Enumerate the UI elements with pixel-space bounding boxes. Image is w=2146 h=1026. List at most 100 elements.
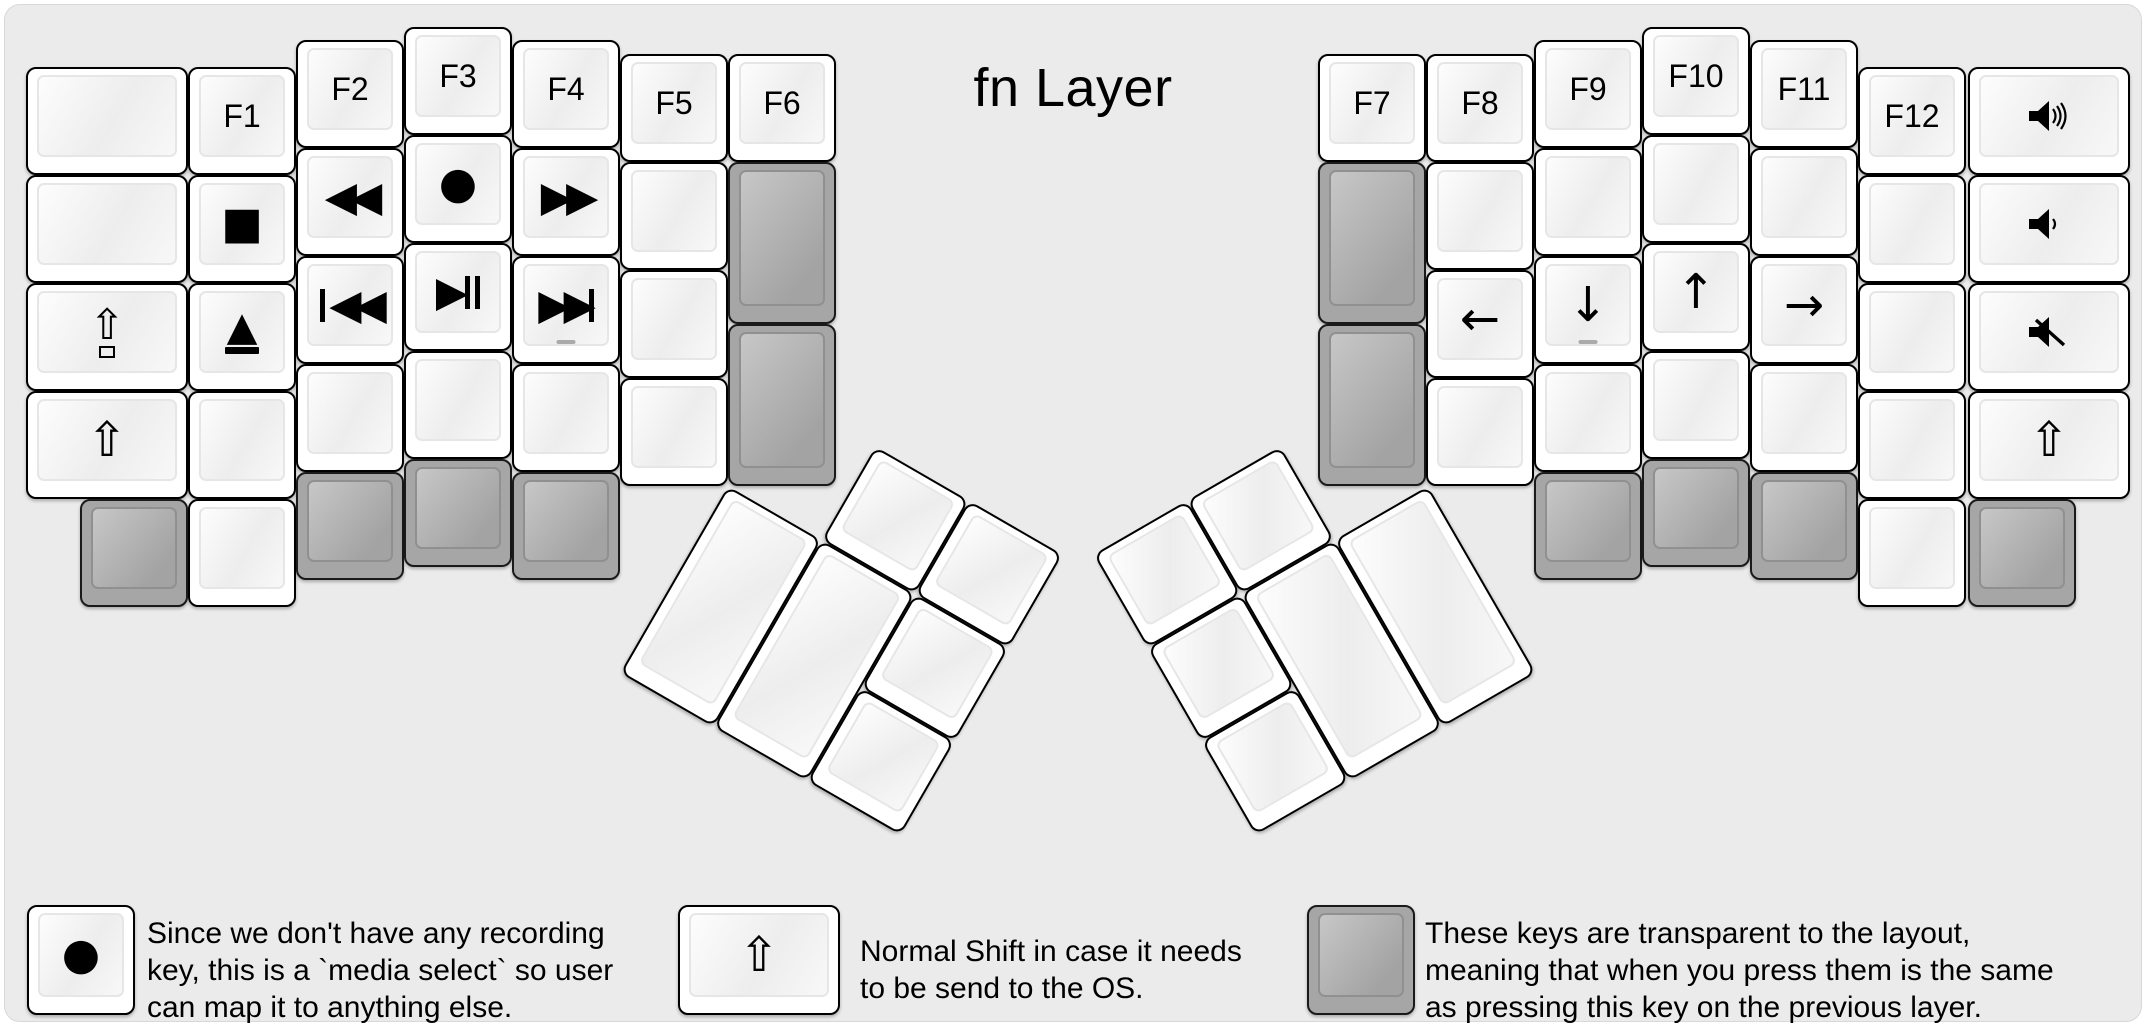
key-symbol: ● — [61, 929, 101, 980]
key-next-track[interactable]: ▶▶ — [512, 256, 620, 364]
key-f8[interactable]: F8 — [1426, 54, 1534, 162]
key-play-pause[interactable]: ▶ — [404, 243, 512, 351]
keycap-top: ⇧ — [1979, 399, 2119, 481]
key-arrow-left[interactable]: ← — [1426, 270, 1534, 378]
key-blank[interactable] — [620, 270, 728, 378]
key-prev-track[interactable]: ◀◀ — [296, 256, 404, 364]
keycap-top — [1437, 386, 1523, 468]
key-transparent[interactable] — [404, 459, 512, 567]
key-f11[interactable]: F11 — [1750, 40, 1858, 148]
keycap-top: → — [1761, 264, 1847, 346]
key-transparent[interactable] — [1750, 472, 1858, 580]
key-transparent[interactable] — [728, 324, 836, 486]
key-f10[interactable]: F10 — [1642, 27, 1750, 135]
key-transparent[interactable] — [1534, 472, 1642, 580]
key-f4[interactable]: F4 — [512, 40, 620, 148]
key-blank[interactable] — [1750, 364, 1858, 472]
key-transparent[interactable] — [1968, 499, 2076, 607]
key-transparent[interactable] — [80, 499, 188, 607]
key-symbol: ⇧ — [738, 927, 780, 983]
key-transparent[interactable] — [512, 472, 620, 580]
icon-bar — [320, 288, 326, 322]
key-blank[interactable] — [620, 162, 728, 270]
keycap-top — [199, 507, 285, 589]
keycap-top — [415, 359, 501, 441]
eject-icon: ▲ — [225, 307, 259, 354]
key-arrow-right[interactable]: → — [1750, 256, 1858, 364]
key-blank[interactable] — [296, 364, 404, 472]
key-fast-forward[interactable]: ▶▶ — [512, 148, 620, 256]
key-f2[interactable]: F2 — [296, 40, 404, 148]
key-f6[interactable]: F6 — [728, 54, 836, 162]
key-stop[interactable]: ■ — [188, 175, 296, 283]
key-blank[interactable] — [620, 378, 728, 486]
key-caps-lock[interactable]: ⇧ — [26, 283, 188, 391]
keycap-top — [1329, 170, 1415, 306]
key-arrow-up[interactable]: ↑ — [1642, 243, 1750, 351]
keycap-top — [523, 372, 609, 454]
key-transparent[interactable] — [1642, 459, 1750, 567]
keycap-top: ▶▶ — [523, 264, 609, 346]
keycap-top: ↓ — [1545, 264, 1631, 346]
previous-track-icon: ◀◀ — [320, 284, 387, 326]
key-transparent[interactable] — [1318, 162, 1426, 324]
key-blank[interactable] — [1534, 364, 1642, 472]
key-rewind[interactable]: ◀◀ — [296, 148, 404, 256]
keycap-top: ■ — [199, 183, 285, 265]
key-blank[interactable] — [1858, 175, 1966, 283]
keycap-top — [1545, 156, 1631, 238]
keycap-top — [523, 480, 609, 562]
keycap-top — [1545, 372, 1631, 454]
key-blank[interactable] — [26, 67, 188, 175]
legend-shift-key: ⇧ — [678, 905, 840, 1015]
key-transparent[interactable] — [728, 162, 836, 324]
keycap-top: F7 — [1329, 62, 1415, 144]
key-blank[interactable] — [1750, 148, 1858, 256]
key-blank[interactable] — [1858, 283, 1966, 391]
key-transparent[interactable] — [296, 472, 404, 580]
key-blank[interactable] — [188, 499, 296, 607]
keycap-top: ↑ — [1653, 251, 1739, 333]
key-legend-text: F9 — [1569, 71, 1607, 107]
mute-icon — [2029, 317, 2066, 347]
key-volume-up[interactable] — [1968, 67, 2130, 175]
key-transparent[interactable] — [1318, 324, 1426, 486]
layer-title: fn Layer — [973, 58, 1173, 118]
key-blank[interactable] — [1858, 499, 1966, 607]
key-f1[interactable]: F1 — [188, 67, 296, 175]
key-blank[interactable] — [1642, 135, 1750, 243]
voldown-icon — [2029, 209, 2057, 239]
key-blank[interactable] — [1534, 148, 1642, 256]
key-f9[interactable]: F9 — [1534, 40, 1642, 148]
homing-bar — [1578, 340, 1598, 344]
key-blank[interactable] — [1426, 162, 1534, 270]
key-media-select[interactable]: ● — [404, 135, 512, 243]
key-mute[interactable] — [1968, 283, 2130, 391]
key-eject[interactable]: ▲ — [188, 283, 296, 391]
keycap-top: F9 — [1545, 48, 1631, 130]
key-blank[interactable] — [26, 175, 188, 283]
key-blank[interactable] — [512, 364, 620, 472]
key-f3[interactable]: F3 — [404, 27, 512, 135]
key-f7[interactable]: F7 — [1318, 54, 1426, 162]
key-blank[interactable] — [404, 351, 512, 459]
key-f5[interactable]: F5 — [620, 54, 728, 162]
keycap-top — [1869, 183, 1955, 265]
key-volume-down[interactable] — [1968, 175, 2130, 283]
keycap-top — [415, 467, 501, 549]
key-symbol: ■ — [221, 198, 263, 249]
key-legend-text: F4 — [547, 71, 585, 107]
key-blank[interactable] — [188, 391, 296, 499]
keycap-top — [1869, 399, 1955, 481]
key-blank[interactable] — [1642, 351, 1750, 459]
key-blank[interactable] — [1858, 391, 1966, 499]
key-arrow-down[interactable]: ↓ — [1534, 256, 1642, 364]
keycap-top — [91, 507, 177, 589]
key-shift-right[interactable]: ⇧ — [1968, 391, 2130, 499]
key-f12[interactable]: F12 — [1858, 67, 1966, 175]
key-shift-left[interactable]: ⇧ — [26, 391, 188, 499]
key-legend-text: F6 — [763, 85, 801, 121]
key-blank[interactable] — [1426, 378, 1534, 486]
